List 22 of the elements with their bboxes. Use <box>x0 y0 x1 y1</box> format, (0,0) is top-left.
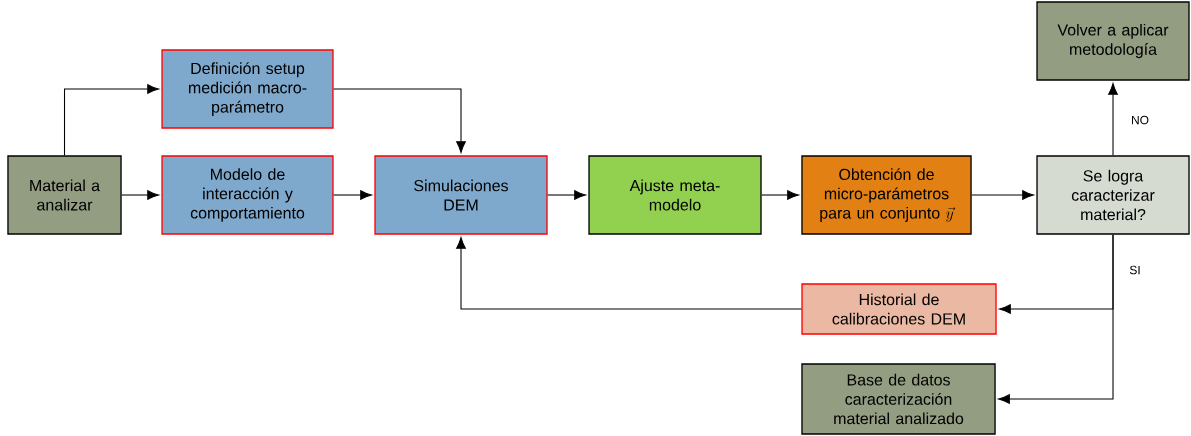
arrow <box>971 190 1034 200</box>
process-box: Volver a aplicar metodología <box>1036 1 1190 81</box>
edge-label: SI <box>1128 264 1142 276</box>
process-box: Definición setup medición macro-parámetro <box>161 49 334 129</box>
process-box: Material a analizar <box>7 155 122 235</box>
arrow <box>547 190 586 200</box>
arrow <box>333 88 466 153</box>
arrow <box>1108 83 1118 156</box>
arrow <box>456 237 802 310</box>
process-box: Base de datos caracterización material analizado <box>801 363 996 435</box>
process-box: Simulaciones DEM <box>374 155 548 235</box>
edge-label: NO <box>1129 114 1151 126</box>
process-box: Obtención de micro-parámetros para un conjunto $\vec{y}$ <box>801 155 972 235</box>
process-box: Historial de calibraciones DEM <box>801 283 997 335</box>
arrow <box>63 84 160 156</box>
arrow <box>333 190 372 200</box>
decision-box: Se logra caracterizar material? <box>1036 155 1190 235</box>
arrow <box>761 190 799 200</box>
process-box: Modelo de interacción y comportamiento <box>161 155 334 235</box>
process-box: Ajuste meta-modelo <box>588 155 762 235</box>
arrow <box>121 190 160 200</box>
arrow <box>998 234 1114 404</box>
